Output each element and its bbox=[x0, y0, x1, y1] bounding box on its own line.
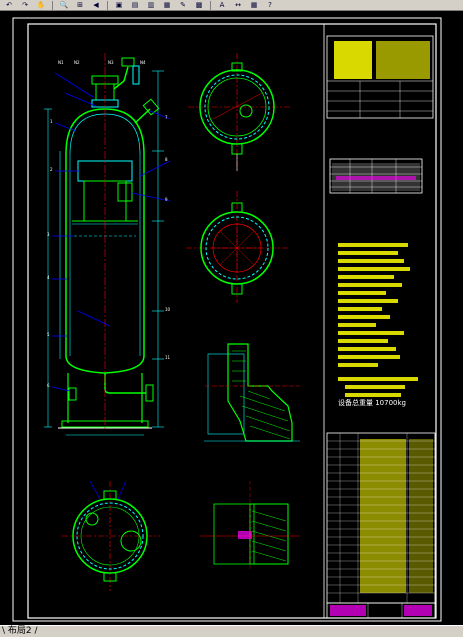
layout-tabs-bar: \ 布局2 / bbox=[0, 625, 463, 637]
svg-text:N1: N1 bbox=[58, 60, 64, 65]
svg-text:N3: N3 bbox=[108, 60, 114, 65]
markup-icon[interactable]: ✎ bbox=[180, 0, 186, 9]
detail-view-1 bbox=[204, 343, 300, 442]
table-style-icon[interactable]: ▦ bbox=[250, 0, 258, 9]
drawing-canvas[interactable]: N1 N2 N3 N4 1 2 3 4 5 6 7 8 9 10 11 bbox=[0, 11, 463, 625]
svg-text:6: 6 bbox=[47, 383, 50, 388]
zoom-realtime-icon[interactable]: 🔍 bbox=[59, 0, 69, 9]
leader-lines bbox=[51, 72, 171, 392]
inner-frame bbox=[27, 23, 437, 619]
tool-palette-icon[interactable]: ▥ bbox=[147, 0, 155, 9]
dimension-style-icon[interactable]: ↔ bbox=[235, 0, 241, 9]
toolbar-separator bbox=[52, 0, 53, 10]
svg-text:11: 11 bbox=[165, 355, 171, 360]
zoom-window-icon[interactable]: ⊞ bbox=[77, 0, 83, 9]
technical-notes bbox=[338, 243, 418, 397]
layout-tab[interactable]: \ 布局2 / bbox=[2, 626, 38, 636]
properties-icon[interactable]: ▣ bbox=[115, 0, 123, 9]
balloon-numbers: N1 N2 N3 N4 1 2 3 4 5 6 7 8 9 10 11 bbox=[47, 60, 171, 388]
internal-inlet bbox=[117, 182, 133, 202]
detail-view-2 bbox=[200, 481, 300, 571]
sheet-set-icon[interactable]: ▦ bbox=[163, 0, 171, 9]
svg-text:9: 9 bbox=[165, 197, 168, 202]
svg-text:8: 8 bbox=[165, 157, 168, 162]
redo-icon[interactable]: ↷ bbox=[22, 0, 28, 9]
bottom-outlet-flange bbox=[145, 384, 154, 402]
pan-icon[interactable]: ✋ bbox=[36, 0, 46, 9]
angled-nozzle-flange bbox=[142, 98, 160, 116]
svg-text:1: 1 bbox=[50, 119, 53, 124]
text-style-icon[interactable]: A bbox=[219, 0, 225, 9]
toolbar-separator bbox=[107, 0, 108, 10]
svg-text:N2: N2 bbox=[74, 60, 80, 65]
top-side-pipe bbox=[113, 66, 129, 90]
svg-text:N4: N4 bbox=[140, 60, 146, 65]
title-block bbox=[326, 602, 436, 619]
bottom-outlet-pipe bbox=[104, 373, 146, 394]
svg-text:10: 10 bbox=[165, 307, 171, 312]
help-icon[interactable]: ? bbox=[268, 0, 272, 9]
revision-table bbox=[326, 35, 434, 119]
svg-text:3: 3 bbox=[47, 232, 50, 237]
outer-frame bbox=[12, 17, 442, 622]
standard-toolbar: ↶ ↷ ✋ 🔍 ⊞ ◀ ▣ ▤ ▥ ▦ ✎ ▩ A ↔ ▦? bbox=[0, 0, 463, 11]
section-view-b bbox=[186, 191, 290, 303]
bottom-plan-view bbox=[62, 480, 160, 591]
top-side-nozzle bbox=[132, 65, 140, 85]
dim-ticks bbox=[44, 70, 164, 428]
skirt-opening bbox=[68, 387, 77, 401]
weight-label: 设备总重量 10700kg bbox=[338, 398, 406, 407]
vessel-elevation: N1 N2 N3 N4 1 2 3 4 5 6 7 8 9 10 11 bbox=[44, 53, 171, 436]
toolbar-separator bbox=[210, 0, 211, 10]
svg-text:5: 5 bbox=[47, 332, 50, 337]
top-side-flange bbox=[121, 57, 135, 67]
zoom-previous-icon[interactable]: ◀ bbox=[93, 0, 99, 9]
cad-drawing[interactable]: N1 N2 N3 N4 1 2 3 4 5 6 7 8 9 10 11 bbox=[0, 11, 463, 625]
calculator-icon[interactable]: ▩ bbox=[195, 0, 203, 9]
parts-list-table bbox=[326, 432, 436, 604]
nozzle-table bbox=[329, 158, 423, 194]
svg-text:4: 4 bbox=[47, 275, 50, 280]
section-view-a bbox=[188, 53, 290, 171]
design-center-icon[interactable]: ▤ bbox=[131, 0, 139, 9]
svg-text:2: 2 bbox=[50, 167, 53, 172]
undo-icon[interactable]: ↶ bbox=[6, 0, 12, 9]
svg-text:7: 7 bbox=[165, 115, 168, 120]
